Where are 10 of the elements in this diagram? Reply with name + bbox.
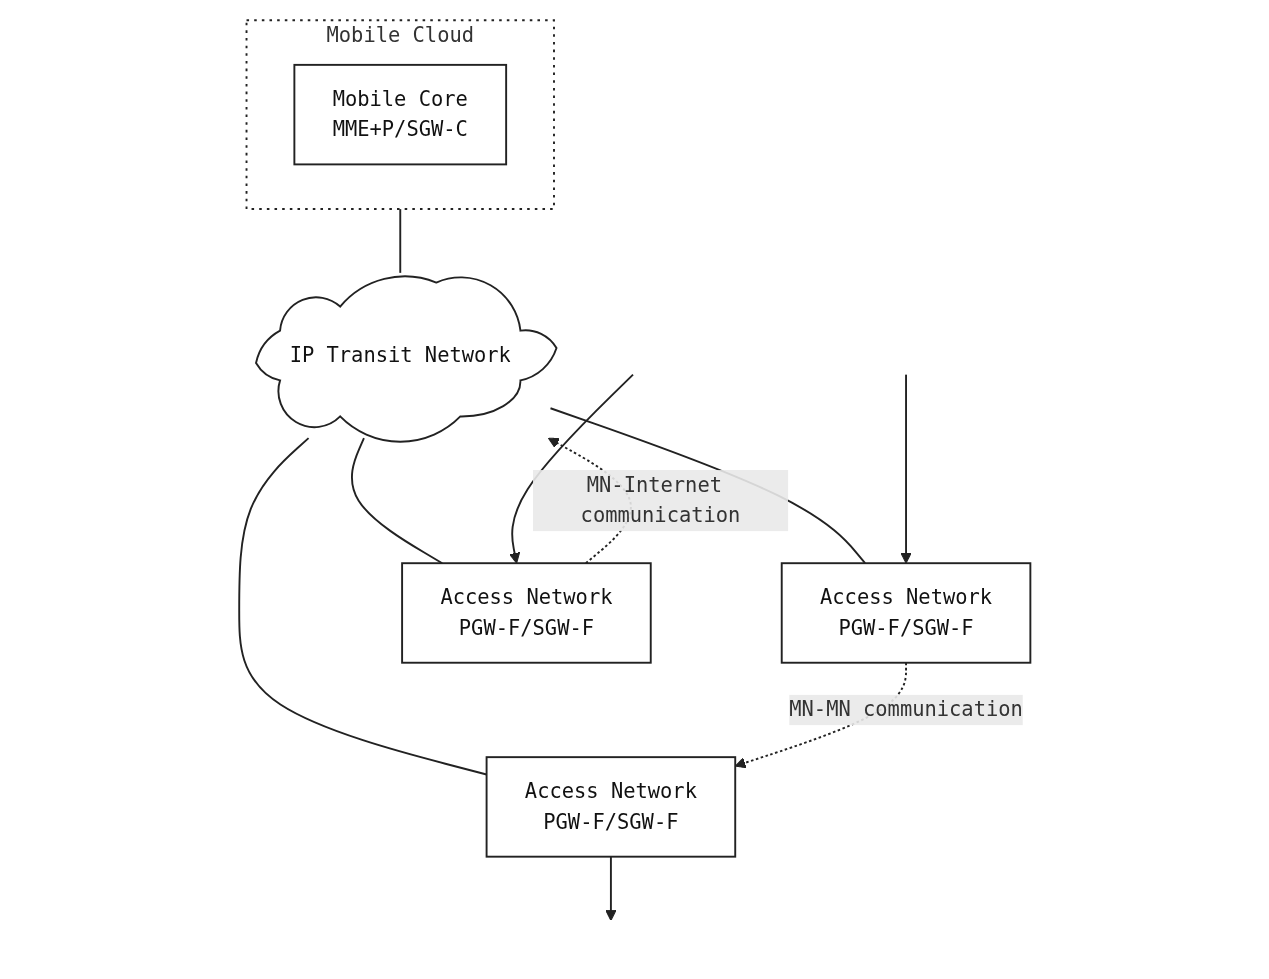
arrow xyxy=(900,373,912,564)
node-box: Access Network PGW-F/SGW-F xyxy=(485,756,736,858)
node-box: Access Network PGW-F/SGW-F xyxy=(780,562,1032,664)
node-box: Access Network PGW-F/SGW-F xyxy=(400,562,652,664)
connector xyxy=(350,437,443,565)
node-box: Mobile Core MME+P/SGW-C xyxy=(293,63,507,166)
connector xyxy=(399,208,401,274)
edge-label: MN-MN communication xyxy=(788,697,1023,722)
edge-label: MN-Internet communication xyxy=(580,472,741,528)
arrow xyxy=(605,855,617,921)
